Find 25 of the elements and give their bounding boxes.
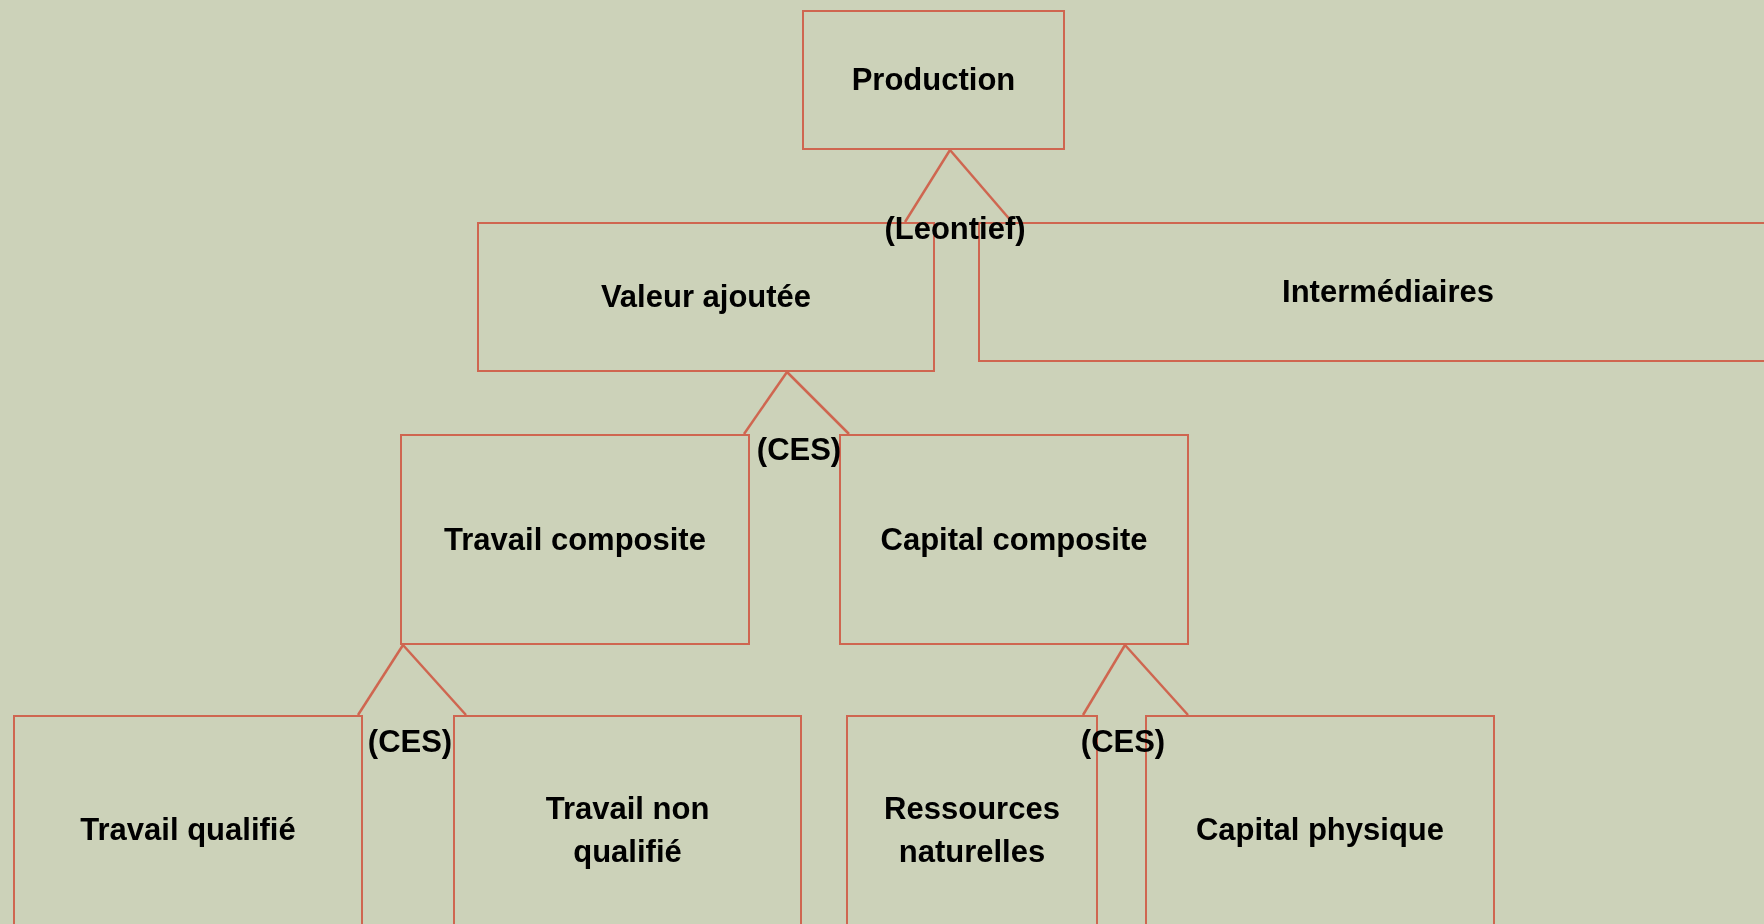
node-label: Intermédiaires: [1281, 273, 1495, 312]
node-box: [453, 715, 802, 924]
connector-line: [1081, 644, 1127, 716]
node-label: Ressources naturelles: [883, 789, 1061, 871]
node-box: [802, 10, 1065, 150]
node-box: [400, 434, 750, 645]
node-label: Travail non qualifié: [544, 789, 711, 871]
node-box: [839, 434, 1189, 645]
node-label: Capital physique: [1194, 811, 1445, 850]
function-label: (CES): [756, 432, 842, 468]
connector-line: [1124, 644, 1189, 716]
node-label: Travail composite: [443, 520, 707, 559]
node-box: [13, 715, 363, 924]
function-label: (CES): [367, 724, 453, 760]
node-label: Valeur ajoutée: [599, 278, 813, 317]
connector-line: [786, 371, 850, 435]
node-label: Capital composite: [879, 520, 1149, 559]
connector-line: [903, 149, 952, 223]
function-label: (CES): [1080, 724, 1166, 760]
node-label: Production: [850, 61, 1017, 100]
function-label: (Leontief): [884, 211, 1026, 247]
connector-line: [742, 371, 789, 435]
node-label: Travail qualifié: [79, 811, 297, 850]
connector-line: [402, 644, 467, 716]
connector-line: [356, 644, 405, 716]
